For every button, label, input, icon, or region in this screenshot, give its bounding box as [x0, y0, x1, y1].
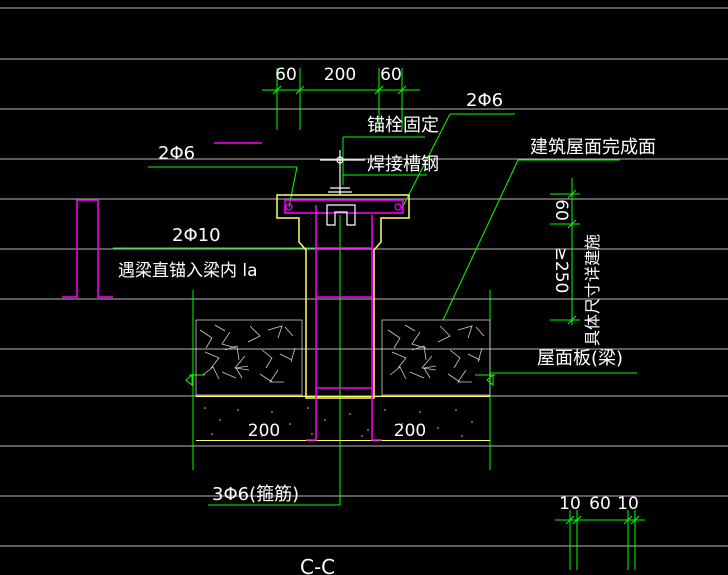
dim-top-right-text: 60: [380, 65, 402, 85]
dim-top-left-text: 60: [275, 65, 297, 85]
background-gridlines: [0, 7, 728, 547]
weld-channel-label: 焊接槽钢: [367, 154, 439, 175]
dim-250-vert-text: ≥250: [551, 247, 571, 294]
slab-edge-markers: [185, 373, 494, 387]
dim-br-1-text: 10: [559, 494, 581, 514]
rebar-dots: [285, 203, 402, 211]
dim-br-2-text: 60: [589, 494, 611, 514]
roof-slab-hatch: [196, 396, 490, 441]
bottom-right-dimension: [555, 510, 645, 570]
channel-steel: [320, 150, 365, 226]
roof-slab-label: 屋面板(梁): [537, 348, 623, 369]
dim-br-3-text: 10: [617, 494, 639, 514]
section-title: C-C: [300, 555, 335, 575]
rebar-2phi6-right-label: 2Φ6: [466, 90, 503, 111]
dim-60-vert-text: 60: [551, 199, 571, 221]
concrete-upstand-outline: [276, 194, 410, 399]
anchor-bolt-label: 锚栓固定: [367, 115, 439, 136]
rebar-2phi6-left-label: 2Φ6: [158, 143, 195, 164]
dim-top-mid-text: 200: [324, 65, 356, 85]
dim-bottom-right-text: 200: [394, 421, 426, 441]
roof-layer-hatch: [195, 319, 491, 396]
rebar-lines: [62, 142, 404, 441]
anchor-note-label: 遇梁直锚入梁内 la: [118, 261, 258, 281]
roof-finish-label: 建筑屋面完成面: [530, 137, 656, 158]
vert-note-text: 具体尺寸详建施: [583, 234, 602, 346]
top-dimension-line: [262, 68, 420, 130]
rebar-2phi10-label: 2Φ10: [172, 225, 221, 246]
dim-bottom-left-text: 200: [248, 421, 280, 441]
stirrup-label: 3Φ6(箍筋): [212, 484, 299, 505]
